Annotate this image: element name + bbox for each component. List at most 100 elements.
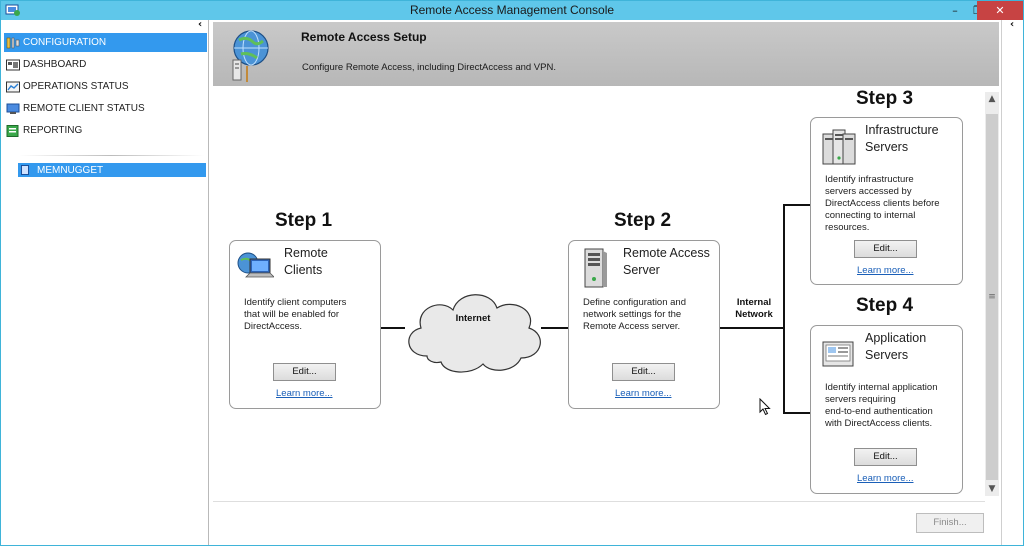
nav-item-dashboard[interactable]: DASHBOARD: [4, 55, 207, 74]
step2-card: Remote Access Server Define configuratio…: [568, 240, 720, 409]
internet-cloud-icon: [408, 294, 541, 373]
connector-to-step3: [783, 204, 810, 206]
step2-description: Define configuration and network setting…: [583, 297, 686, 333]
step1-edit-button[interactable]: Edit...: [273, 363, 336, 381]
step4-card: Application Servers Identify internal ap…: [810, 325, 963, 494]
step4-desc-line4: with DirectAccess clients.: [825, 418, 933, 429]
app-icon[interactable]: [5, 3, 21, 17]
server-icon: [21, 165, 29, 175]
step3-desc-line2: servers accessed by: [825, 186, 912, 197]
step4-desc-line2: servers requiring: [825, 394, 896, 405]
step3-card: Infrastructure Servers Identify infrastr…: [810, 117, 963, 285]
step2-title-line1: Remote Access: [623, 246, 710, 260]
step3-title: Infrastructure Servers: [865, 122, 939, 156]
step4-title-line2: Servers: [865, 348, 909, 362]
infrastructure-servers-icon: [822, 129, 856, 165]
step4-desc-line3: end-to-end authentication: [825, 406, 933, 417]
step4-description: Identify internal application servers re…: [825, 382, 938, 430]
remote-client-status-icon: [6, 103, 20, 114]
step2-desc-line2: network settings for the: [583, 309, 682, 320]
connector-to-step4: [783, 412, 810, 414]
minimize-button[interactable]: –: [952, 4, 958, 17]
banner-subtitle: Configure Remote Access, including Direc…: [302, 62, 556, 73]
step2-learn-more-link[interactable]: Learn more...: [615, 388, 672, 399]
tasks-pane-expand-button[interactable]: ‹: [1010, 19, 1015, 30]
step4-title: Application Servers: [865, 330, 926, 364]
close-button[interactable]: ✕: [977, 1, 1023, 20]
scroll-up-arrow-icon[interactable]: ▲: [988, 94, 996, 104]
reporting-icon: [6, 124, 19, 137]
operations-status-icon: [6, 81, 20, 92]
nav-item-operations-status[interactable]: OPERATIONS STATUS: [4, 77, 207, 96]
window-title: Remote Access Management Console: [409, 3, 615, 17]
banner-title: Remote Access Setup: [301, 30, 427, 44]
scrollbar-thumb[interactable]: [986, 114, 998, 480]
step3-desc-line1: Identify infrastructure: [825, 174, 914, 185]
step1-label: Step 1: [275, 210, 333, 231]
step1-title: Remote Clients: [284, 245, 328, 279]
navigation-pane: ‹ CONFIGURATION DASHBOARD OPERATIONS STA: [1, 19, 209, 545]
nav-item-reporting[interactable]: REPORTING: [4, 121, 207, 140]
server-item-memnugget[interactable]: MEMNUGGET: [18, 163, 206, 177]
title-bar: Remote Access Management Console – ❐ ✕: [1, 1, 1023, 20]
step2-desc-line1: Define configuration and: [583, 297, 686, 308]
step4-learn-more-link[interactable]: Learn more...: [857, 473, 914, 484]
step2-title-line2: Server: [623, 263, 660, 277]
step3-desc-line5: resources.: [825, 222, 870, 233]
scrollbar-grip-icon: ≡: [988, 292, 996, 302]
step4-label: Step 4: [856, 295, 914, 316]
nav-divider: [19, 155, 204, 156]
nav-item-label: REPORTING: [23, 125, 83, 136]
internal-network-label-line1: Internal: [736, 297, 772, 308]
internal-network-label: Internal Network: [726, 297, 782, 321]
remote-access-globe-icon: [232, 30, 269, 82]
dashboard-icon: [6, 59, 20, 70]
step1-desc-line2: that will be enabled for: [244, 309, 340, 320]
finish-button[interactable]: Finish...: [916, 513, 984, 533]
connector-internal-vertical: [783, 204, 785, 414]
step4-desc-line1: Identify internal application: [825, 382, 938, 393]
step3-learn-more-link[interactable]: Learn more...: [857, 265, 914, 276]
step3-description: Identify infrastructure servers accessed…: [825, 174, 940, 234]
application-servers-icon: [822, 341, 854, 367]
step1-title-line1: Remote: [284, 246, 328, 260]
server-tower-icon: [584, 248, 607, 288]
connector-internet-step2: [541, 327, 569, 329]
step1-learn-more-link[interactable]: Learn more...: [276, 388, 333, 399]
nav-item-label: OPERATIONS STATUS: [23, 81, 129, 92]
step3-desc-line4: connecting to internal: [825, 210, 916, 221]
setup-banner: Remote Access Setup Configure Remote Acc…: [213, 22, 999, 86]
scroll-down-arrow-icon[interactable]: ▼: [988, 484, 996, 494]
laptop-globe-icon: [237, 252, 274, 278]
step3-title-line2: Servers: [865, 140, 909, 154]
step3-label: Step 3: [856, 88, 914, 109]
step1-desc-line3: DirectAccess.: [244, 321, 303, 332]
mouse-cursor-icon: [759, 398, 771, 416]
vertical-scrollbar[interactable]: ▲ ≡ ▼: [985, 92, 999, 496]
step1-title-line2: Clients: [284, 263, 323, 277]
nav-item-label: DASHBOARD: [23, 59, 87, 70]
nav-item-label: CONFIGURATION: [23, 37, 107, 48]
nav-collapse-button[interactable]: ‹: [198, 19, 203, 30]
configuration-icon: [6, 37, 20, 48]
step1-card: Remote Clients Identify client computers…: [229, 240, 381, 409]
connector-step1-internet: [381, 327, 405, 329]
internet-label: Internet: [455, 313, 491, 324]
main-content: Remote Access Setup Configure Remote Acc…: [211, 20, 1000, 545]
step1-description: Identify client computers that will be e…: [244, 297, 346, 333]
step3-title-line1: Infrastructure: [865, 123, 939, 137]
internal-network-label-line2: Network: [735, 309, 773, 320]
step2-edit-button[interactable]: Edit...: [612, 363, 675, 381]
step2-label: Step 2: [614, 210, 672, 231]
server-label: MEMNUGGET: [37, 164, 104, 176]
step3-edit-button[interactable]: Edit...: [854, 240, 917, 258]
step2-desc-line3: Remote Access server.: [583, 321, 681, 332]
footer-divider: [213, 501, 985, 502]
nav-item-remote-client-status[interactable]: REMOTE CLIENT STATUS: [4, 99, 207, 118]
nav-item-configuration[interactable]: CONFIGURATION: [4, 33, 207, 52]
tasks-pane-collapsed: ‹: [1001, 19, 1023, 545]
step4-edit-button[interactable]: Edit...: [854, 448, 917, 466]
nav-item-label: REMOTE CLIENT STATUS: [23, 103, 145, 114]
step4-title-line1: Application: [865, 331, 927, 345]
